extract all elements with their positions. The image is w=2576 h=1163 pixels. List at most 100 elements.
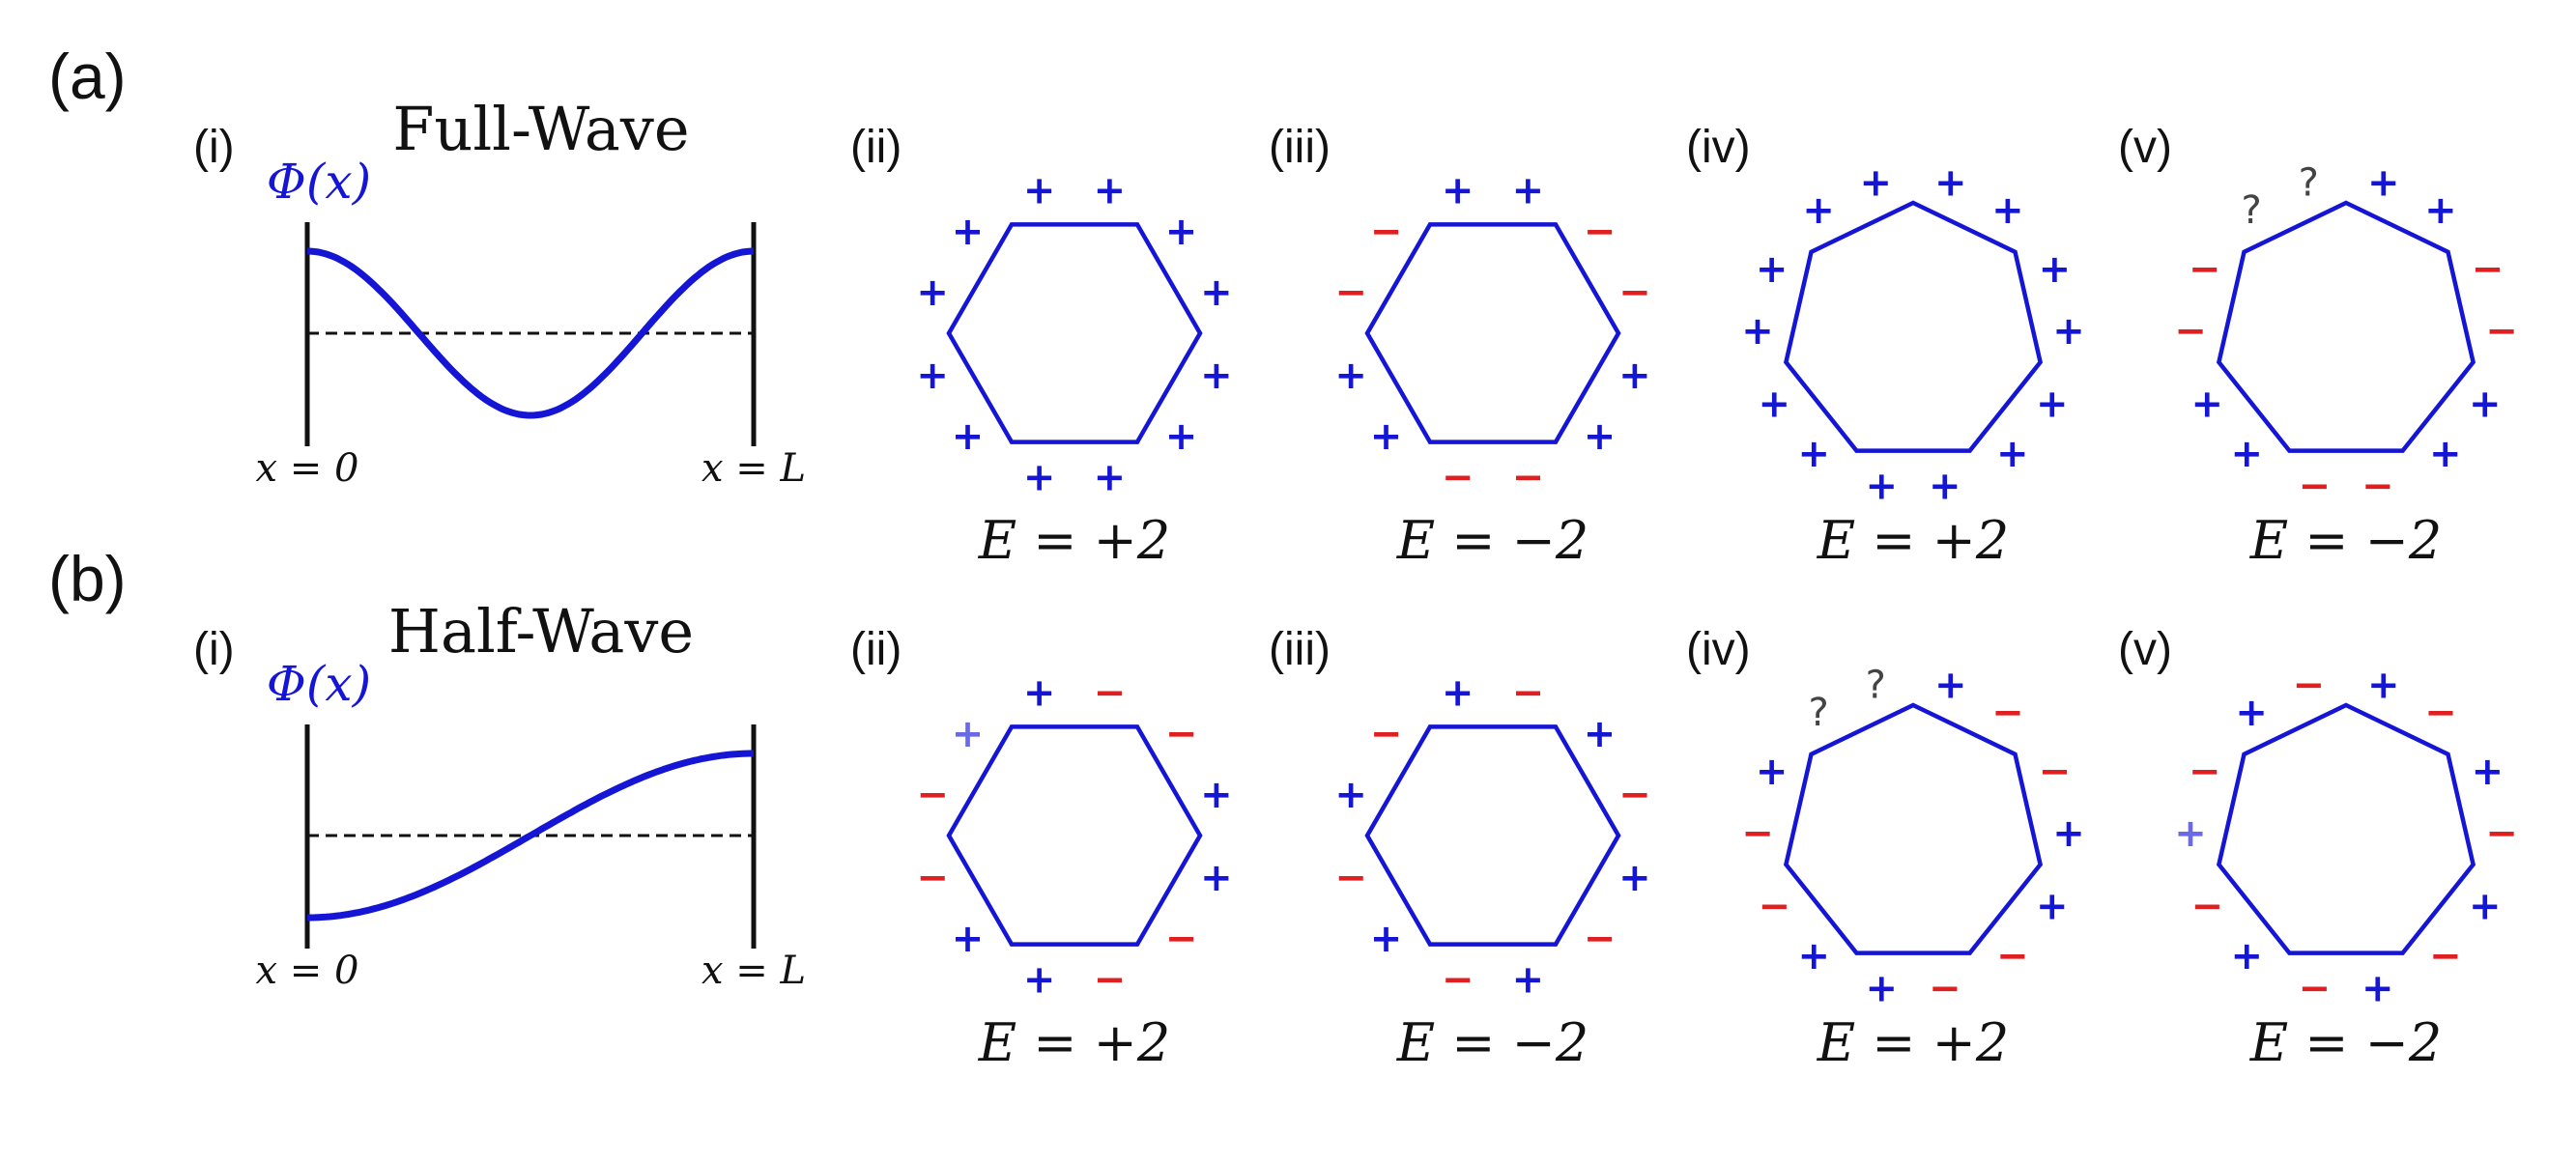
plus-sign: + <box>1934 161 1967 206</box>
energy-label: E = +2 <box>1817 510 2010 571</box>
hexagon <box>946 724 1203 947</box>
panel-label: (iv) <box>1686 122 1751 173</box>
plus-sign: + <box>1200 856 1233 900</box>
energy-label: E = −2 <box>1396 1012 1589 1073</box>
plus-sign: + <box>1756 750 1789 794</box>
minus-sign: − <box>1094 670 1127 715</box>
plus-sign: + <box>1023 456 1056 500</box>
plus-sign: + <box>2472 750 2504 794</box>
heptagon <box>1783 702 2044 955</box>
polygon-panel: (v)++−−++−−++−−??E = −2 <box>2118 122 2518 571</box>
polygon-panel: (ii)++++++++++++E = +2 <box>850 122 1233 571</box>
minus-sign: − <box>1442 958 1474 1003</box>
plus-sign: + <box>1334 773 1367 817</box>
plus-sign: + <box>1797 934 1830 979</box>
plus-sign: + <box>1618 856 1651 900</box>
plus-sign: + <box>1756 247 1789 292</box>
panel-label: (v) <box>2118 122 2172 173</box>
wave-curve <box>307 750 754 922</box>
plus-sign: + <box>2367 161 2400 206</box>
minus-sign: − <box>1991 691 2024 735</box>
plus-sign: + <box>2367 664 2400 708</box>
minus-sign: − <box>1618 270 1651 315</box>
unknown-sign: ? <box>2241 188 2261 233</box>
minus-sign: − <box>2361 465 2394 509</box>
panel-label: (i) <box>193 624 235 675</box>
minus-sign: − <box>2424 691 2457 735</box>
plus-sign: + <box>1023 168 1056 213</box>
polygon-panel: (ii)+−−++−−++−−+E = +2 <box>850 624 1233 1073</box>
unknown-sign: ? <box>2299 161 2319 206</box>
panel-label: (ii) <box>850 122 902 173</box>
unknown-sign: ? <box>1808 691 1828 735</box>
plus-sign: + <box>2429 432 2462 476</box>
minus-sign: − <box>2429 934 2462 979</box>
plus-sign: + <box>1934 664 1967 708</box>
unknown-sign: ? <box>1866 664 1886 708</box>
panel-label: (ii) <box>850 624 902 675</box>
polygon-panel: (iv)++++++++++++++E = +2 <box>1686 122 2085 571</box>
plus-sign: + <box>1802 188 1835 233</box>
minus-sign: − <box>1094 958 1127 1003</box>
row-label: (a) <box>48 41 127 112</box>
plus-sign: + <box>2174 811 2207 856</box>
heptagon <box>1783 200 2044 453</box>
polygon-panel: (iv)+−−++−−++−−+??E = +2 <box>1686 624 2085 1073</box>
plus-sign: + <box>1094 456 1127 500</box>
plus-sign: + <box>1512 958 1545 1003</box>
plus-sign: + <box>1442 168 1474 213</box>
energy-label: E = −2 <box>2249 1012 2443 1073</box>
plus-sign: + <box>1584 712 1617 756</box>
minus-sign: − <box>1442 456 1474 500</box>
plus-sign: + <box>1929 465 1961 509</box>
plus-sign: + <box>1200 354 1233 398</box>
x-right-label: x = L <box>701 446 806 491</box>
plus-sign: + <box>1200 270 1233 315</box>
plus-sign: + <box>1023 670 1056 715</box>
wave-label: Φ(x) <box>267 154 371 210</box>
minus-sign: − <box>1334 856 1367 900</box>
plus-sign: + <box>1512 168 1545 213</box>
plus-sign: + <box>1442 670 1474 715</box>
minus-sign: − <box>2485 811 2518 856</box>
plus-sign: + <box>952 917 985 961</box>
minus-sign: − <box>2485 309 2518 354</box>
plus-sign: + <box>952 712 985 756</box>
plus-sign: + <box>1741 309 1774 354</box>
plus-sign: + <box>2052 309 2085 354</box>
energy-label: E = +2 <box>1817 1012 2010 1073</box>
plus-sign: + <box>1165 210 1198 254</box>
minus-sign: − <box>2174 309 2207 354</box>
minus-sign: − <box>1334 270 1367 315</box>
x-left-label: x = 0 <box>256 949 359 993</box>
minus-sign: − <box>1512 670 1545 715</box>
minus-sign: − <box>2189 750 2221 794</box>
wave-curve <box>306 247 755 419</box>
plus-sign: + <box>2230 934 2263 979</box>
panel-label: (v) <box>2118 624 2172 675</box>
minus-sign: − <box>1996 934 2029 979</box>
minus-sign: − <box>1584 210 1617 254</box>
plus-sign: + <box>2039 247 2072 292</box>
plus-sign: + <box>1370 917 1403 961</box>
plus-sign: + <box>1865 967 1898 1011</box>
energy-label: E = +2 <box>978 1012 1171 1073</box>
plus-sign: + <box>2230 432 2263 476</box>
plus-sign: + <box>1334 354 1367 398</box>
plus-sign: + <box>1584 414 1617 459</box>
plus-sign: + <box>2469 885 2502 929</box>
minus-sign: − <box>1929 967 1961 1011</box>
heptagon <box>2216 200 2476 453</box>
plus-sign: + <box>1865 465 1898 509</box>
plus-sign: + <box>1759 383 1791 427</box>
polygon-panel: (iii)++−−++−−++−−E = −2 <box>1269 122 1651 571</box>
x-right-label: x = L <box>701 949 806 993</box>
hexagon <box>1364 724 1621 947</box>
minus-sign: − <box>2298 967 2331 1011</box>
panel-label: (iii) <box>1269 122 1331 173</box>
panel-label: (iii) <box>1269 624 1331 675</box>
minus-sign: − <box>1165 917 1198 961</box>
